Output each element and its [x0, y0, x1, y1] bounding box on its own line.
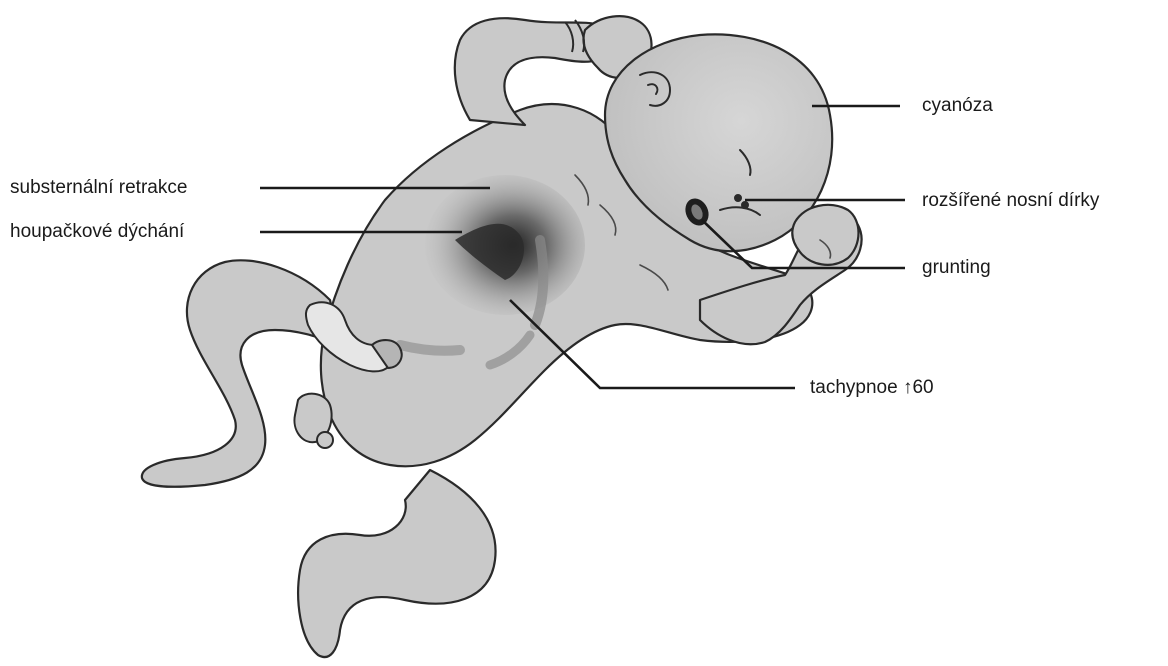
label-seesaw-breathing: houpačkové dýchání: [10, 221, 184, 243]
label-nasal-flaring: rozšířené nosní dírky: [922, 190, 1099, 212]
genital-area: [294, 394, 333, 448]
label-substernal-retraction: substernální retrakce: [10, 177, 187, 199]
label-grunting: grunting: [922, 257, 991, 279]
label-cyanosis: cyanóza: [922, 95, 993, 117]
infant-body: [142, 16, 862, 657]
label-tachypnea: tachypnoe ↑60: [810, 377, 934, 399]
